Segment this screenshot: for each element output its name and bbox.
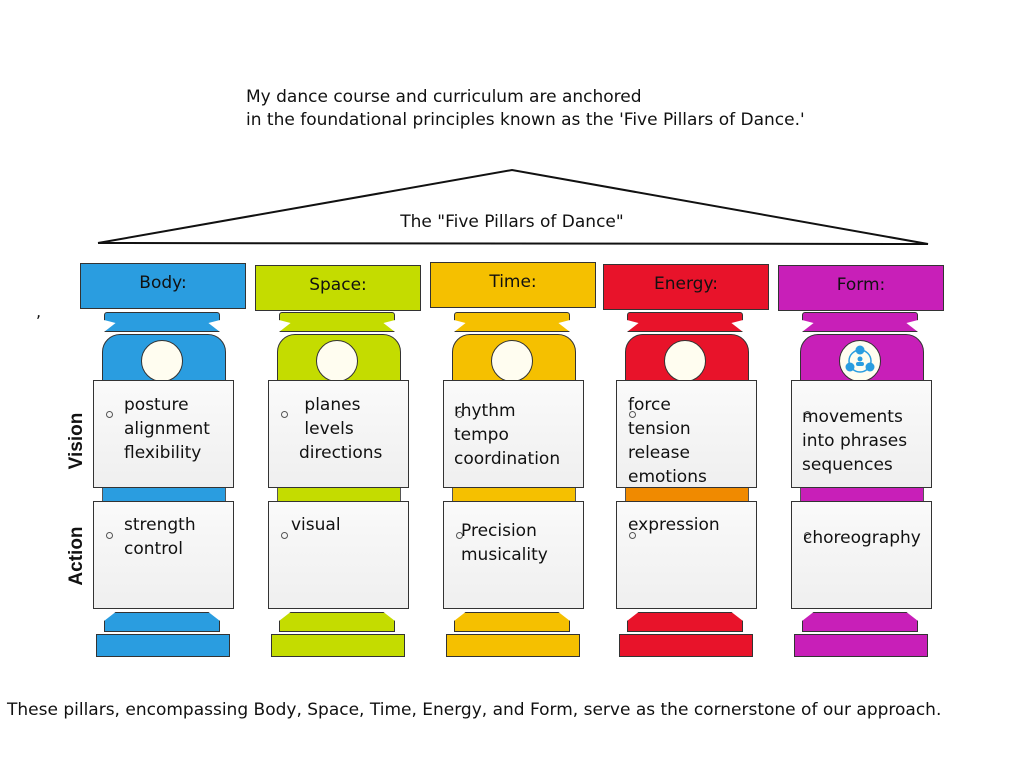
vision-box-energy: force tension release emotions — [616, 380, 757, 488]
pillar-space: Space: planes levels directions visual — [255, 0, 421, 768]
base-molding — [104, 612, 220, 632]
vision-text: rhythm tempo coordination — [454, 401, 561, 469]
capital-top — [104, 312, 220, 332]
bullet-icon — [629, 411, 636, 418]
vision-box-body: posture alignment flexibility — [93, 380, 234, 488]
base-plinth — [619, 634, 753, 657]
action-box-space: visual — [268, 501, 409, 609]
intro-text: My dance course and curriculum are ancho… — [246, 86, 805, 132]
pillar-header-time: Time: — [430, 262, 596, 308]
base-plinth — [794, 634, 928, 657]
vision-text: force tension release emotions — [628, 395, 707, 487]
bullet-icon — [456, 411, 463, 418]
bullet-icon — [106, 532, 113, 539]
roof-title: The "Five Pillars of Dance" — [400, 212, 624, 232]
vision-text: posture alignment flexibility — [124, 395, 210, 463]
action-text: strength control — [124, 515, 196, 559]
base-plinth — [271, 634, 405, 657]
capital-top — [454, 312, 570, 332]
bullet-icon — [804, 532, 811, 539]
base-plinth — [96, 634, 230, 657]
vision-box-time: rhythm tempo coordination — [443, 380, 584, 488]
pillar-energy: Energy: force tension release emotions e… — [603, 0, 769, 768]
stray-mark: , — [36, 302, 42, 321]
vision-box-form: movements into phrases sequences — [791, 380, 932, 488]
base-molding — [627, 612, 743, 632]
vision-box-space: planes levels directions — [268, 380, 409, 488]
blank-circle-icon — [491, 340, 533, 382]
pillar-header-form: Form: — [778, 265, 944, 311]
intro-line-1: My dance course and curriculum are ancho… — [246, 87, 642, 107]
pillar-header-energy: Energy: — [603, 264, 769, 310]
action-text: visual — [291, 515, 341, 535]
vision-text: movements into phrases sequences — [802, 407, 908, 475]
bullet-icon — [281, 532, 288, 539]
pillar-header-body: Body: — [80, 263, 246, 309]
roof-triangle — [97, 168, 929, 245]
bullet-icon — [804, 411, 811, 418]
action-box-time: Precision musicality — [443, 501, 584, 609]
pillar-time: Time: rhythm tempo coordination Precisio… — [430, 0, 596, 768]
base-plinth — [446, 634, 580, 657]
pillar-body: Body: posture alignment flexibility stre… — [80, 0, 246, 768]
blank-circle-icon — [664, 340, 706, 382]
base-molding — [802, 612, 918, 632]
action-box-form: choreography — [791, 501, 932, 609]
pillar-form: Form: movements into phrases sequences c… — [778, 0, 944, 768]
action-text: choreography — [803, 528, 921, 548]
capital-top — [627, 312, 743, 332]
bullet-icon — [629, 532, 636, 539]
base-molding — [454, 612, 570, 632]
pillar-header-space: Space: — [255, 265, 421, 311]
intro-line-2: in the foundational principles known as … — [246, 110, 805, 130]
capital-top — [279, 312, 395, 332]
footer-text: These pillars, encompassing Body, Space,… — [7, 700, 942, 720]
blank-circle-icon — [141, 340, 183, 382]
base-molding — [279, 612, 395, 632]
blank-circle-icon — [316, 340, 358, 382]
action-box-energy: expression — [616, 501, 757, 609]
action-text: Precision musicality — [461, 521, 548, 565]
action-text: expression — [628, 515, 720, 535]
bullet-icon — [106, 411, 113, 418]
capital-top — [802, 312, 918, 332]
bullet-icon — [281, 411, 288, 418]
people-network-icon — [839, 340, 881, 382]
action-box-body: strength control — [93, 501, 234, 609]
vision-text: planes levels directions — [299, 395, 383, 463]
bullet-icon — [456, 532, 463, 539]
